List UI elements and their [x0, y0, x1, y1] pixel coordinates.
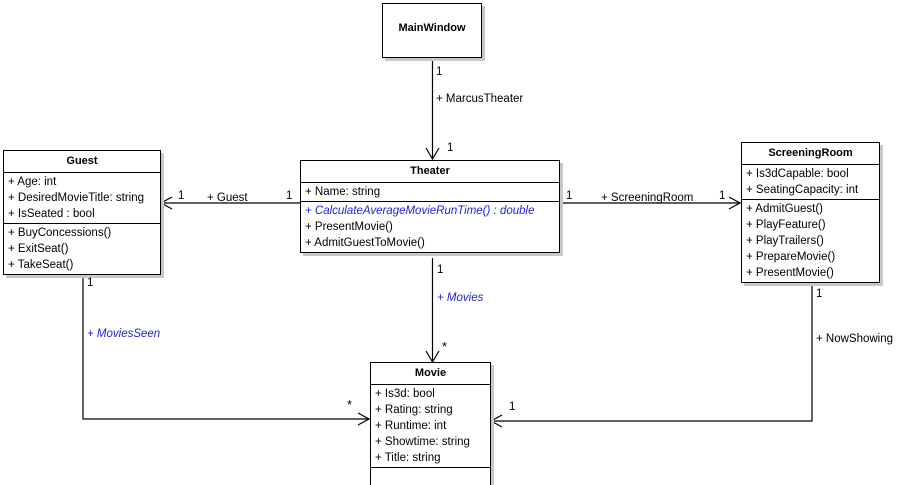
guest-operations: + BuyConcessions() + ExitSeat() + TakeSe…	[4, 224, 160, 274]
class-attribute: + Runtime: int	[375, 420, 447, 432]
assoc-label-nowshowing: + NowShowing	[816, 333, 894, 345]
class-attribute: + Is3d: bool	[375, 388, 435, 400]
compartment-divider	[742, 164, 879, 165]
compartment-divider	[371, 467, 490, 468]
class-attribute: + Age: int	[8, 176, 57, 188]
class-operation: + AdmitGuest()	[746, 203, 824, 215]
uml-class-screeningroom[interactable]: ScreeningRoom + Is3dCapable: bool + Seat…	[741, 142, 880, 283]
compartment-divider	[742, 199, 879, 200]
multiplicity-guest-movie-source: 1	[87, 277, 94, 289]
screeningroom-attributes: + Is3dCapable: bool + SeatingCapacity: i…	[742, 165, 879, 199]
assoc-label-movies: + Movies	[437, 292, 484, 304]
multiplicity-screeningroom-movie-source: 1	[816, 288, 823, 300]
multiplicity-theater-movie-source: 1	[437, 264, 444, 276]
class-attribute: + SeatingCapacity: int	[746, 184, 859, 196]
class-attribute: + Name: string	[305, 186, 381, 198]
theater-attributes: + Name: string	[301, 183, 559, 201]
movie-attributes: + Is3d: bool + Rating: string + Runtime:…	[371, 385, 490, 467]
uml-class-mainwindow[interactable]: MainWindow	[382, 3, 482, 58]
edge-theater-screeningroom	[560, 196, 742, 210]
compartment-divider	[371, 384, 490, 385]
multiplicity-theater-movie-target: *	[442, 339, 448, 354]
multiplicity-mainwindow-target: 1	[447, 142, 454, 154]
class-operation: + ExitSeat()	[8, 243, 69, 255]
uml-class-guest[interactable]: Guest + Age: int + DesiredMovieTitle: st…	[3, 150, 161, 275]
class-operation: + PrepareMovie()	[746, 251, 836, 263]
class-name-theater: Theater	[410, 165, 450, 177]
edge-guest-movie	[82, 270, 371, 426]
class-name-movie: Movie	[414, 367, 447, 379]
edge-screeningroom-movie	[489, 283, 813, 428]
class-operation: + PresentMovie()	[305, 221, 393, 233]
multiplicity-screeningroom-movie-target: 1	[509, 401, 516, 413]
screeningroom-operations: + AdmitGuest() + PlayFeature() + PlayTra…	[742, 200, 879, 282]
edge-mainwindow-theater	[425, 58, 440, 161]
compartment-divider	[301, 182, 559, 183]
class-attribute: + DesiredMovieTitle: string	[8, 192, 145, 204]
uml-class-movie[interactable]: Movie + Is3d: bool + Rating: string + Ru…	[370, 362, 491, 485]
compartment-divider	[4, 172, 160, 173]
class-name-screeningroom: ScreeningRoom	[768, 147, 853, 159]
theater-operations: + CalculateAverageMovieRunTime() : doubl…	[301, 202, 559, 252]
multiplicity-theater-guest-target: 1	[178, 190, 185, 202]
multiplicity-theater-guest-source: 1	[286, 190, 293, 202]
class-name-mainwindow: MainWindow	[398, 22, 466, 34]
class-operation-abstract: + CalculateAverageMovieRunTime() : doubl…	[305, 205, 535, 217]
multiplicity-theater-screeningroom-source: 1	[566, 190, 573, 202]
compartment-divider	[301, 201, 559, 202]
class-attribute: + Showtime: string	[375, 436, 470, 448]
assoc-label-marcustheater: + MarcusTheater	[436, 93, 524, 105]
class-name-guest: Guest	[66, 155, 98, 167]
class-attribute: + IsSeated : bool	[8, 208, 95, 220]
edge-theater-guest	[159, 196, 300, 210]
multiplicity-mainwindow-source: 1	[436, 66, 443, 78]
compartment-divider	[4, 223, 160, 224]
assoc-label-screeningroom: + ScreeningRoom	[601, 192, 694, 204]
class-operation: + PlayTrailers()	[746, 235, 824, 247]
assoc-label-guest: + Guest	[207, 192, 248, 204]
class-operation: + TakeSeat()	[8, 259, 74, 271]
class-attribute: + Title: string	[375, 452, 441, 464]
class-attribute: + Rating: string	[375, 404, 453, 416]
class-operation: + PresentMovie()	[746, 267, 834, 279]
uml-class-theater[interactable]: Theater + Name: string + CalculateAverag…	[300, 160, 560, 253]
class-operation: + BuyConcessions()	[8, 227, 112, 239]
guest-attributes: + Age: int + DesiredMovieTitle: string +…	[4, 173, 160, 223]
movie-operations	[371, 468, 490, 485]
class-operation: + PlayFeature()	[746, 219, 826, 231]
multiplicity-guest-movie-target: *	[347, 397, 353, 412]
assoc-label-moviesseen: + MoviesSeen	[87, 328, 161, 340]
class-operation: + AdmitGuestToMovie()	[305, 237, 425, 249]
class-attribute: + Is3dCapable: bool	[746, 168, 849, 180]
multiplicity-theater-screeningroom-target: 1	[719, 190, 726, 202]
